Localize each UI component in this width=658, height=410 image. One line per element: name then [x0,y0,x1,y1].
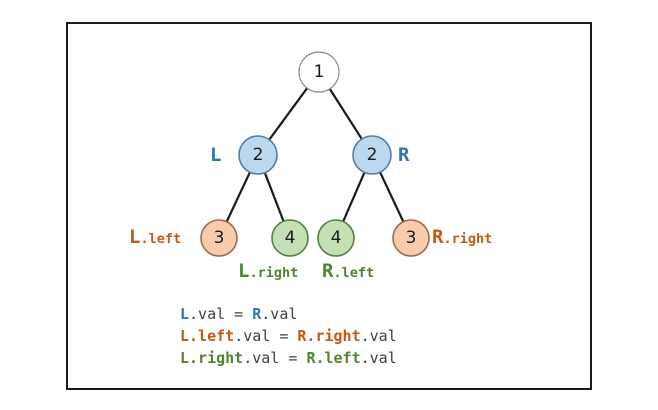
tree-node-circle-left-right [271,219,309,257]
tree-node-right-right[interactable]: 3 [392,219,430,257]
label-R-left: R.left [322,262,374,281]
tree-node-value-right-right: 3 [406,228,417,248]
label-L-right-prefix: L [238,260,250,282]
tree-node-value-right: 2 [367,145,378,165]
tree-node-value-right-left: 4 [331,228,342,248]
equation-part-eq-2-0: L.left [180,327,235,345]
tree-edge-right-to-right-left [341,170,366,224]
equation-part-eq-3-2: R.left [306,349,361,367]
tree-node-value-left: 2 [253,145,264,165]
equation-part-eq-1-0: L [180,305,190,323]
tree-edge-root-to-right [328,86,364,141]
tree-node-circle-left-left [200,219,238,257]
tree-node-circle-right-right [392,219,430,257]
label-L-left: L.left [129,228,181,247]
label-L-left-prefix: L [129,226,141,248]
equation-part-eq-1-1: .val = [189,305,253,323]
label-L-left-suffix: .left [140,231,182,247]
tree-node-value-left-left: 3 [214,228,225,248]
tree-node-value-left-right: 4 [285,228,296,248]
label-R-left-prefix: R [322,260,334,282]
tree-node-circle-root [298,51,340,93]
label-L-root: L [210,146,221,165]
tree-node-right-left[interactable]: 4 [317,219,355,257]
label-R-right-suffix: .right [443,231,493,247]
label-L-right-suffix: .right [249,265,299,281]
equation-part-eq-3-1: .val = [243,349,307,367]
tree-node-circle-right-left [317,219,355,257]
equation-part-eq-2-2: R.right [297,327,361,345]
label-R-right: R.right [432,228,492,247]
tree-node-right[interactable]: 2 [352,135,392,175]
tree-edge-root-to-left [267,86,309,142]
equation-part-eq-1-2: R [252,305,262,323]
tree-node-left[interactable]: 2 [238,135,278,175]
label-R-root-text: R [398,144,410,166]
tree-edge-layer [225,86,405,224]
label-L-root-text: L [210,144,222,166]
equation-line-eq-1: L.val = R.val [180,303,397,325]
equation-line-eq-3: L.right.val = R.left.val [180,347,397,369]
tree-edge-left-to-left-left [225,170,252,224]
tree-node-layer: 1 2 2 3 4 4 3 [200,51,430,257]
tree-node-left-right[interactable]: 4 [271,219,309,257]
tree-node-circle-right [352,135,392,175]
equation-line-eq-2: L.left.val = R.right.val [180,325,397,347]
equation-part-eq-3-3: .val [360,349,397,367]
tree-edge-right-to-right-right [378,170,405,224]
label-L-right: L.right [238,262,298,281]
label-R-right-prefix: R [432,226,444,248]
tree-node-value-root: 1 [314,62,325,82]
tree-node-left-left[interactable]: 3 [200,219,238,257]
tree-node-circle-left [238,135,278,175]
equation-part-eq-3-0: L.right [180,349,244,367]
equation-part-eq-2-1: .val = [234,327,298,345]
equation-part-eq-1-3: .val [261,305,298,323]
tree-node-root[interactable]: 1 [298,51,340,93]
label-R-root: R [398,146,409,165]
tree-edge-left-to-left-right [263,170,285,224]
equation-part-eq-2-3: .val [360,327,397,345]
label-R-left-suffix: .left [333,265,375,281]
